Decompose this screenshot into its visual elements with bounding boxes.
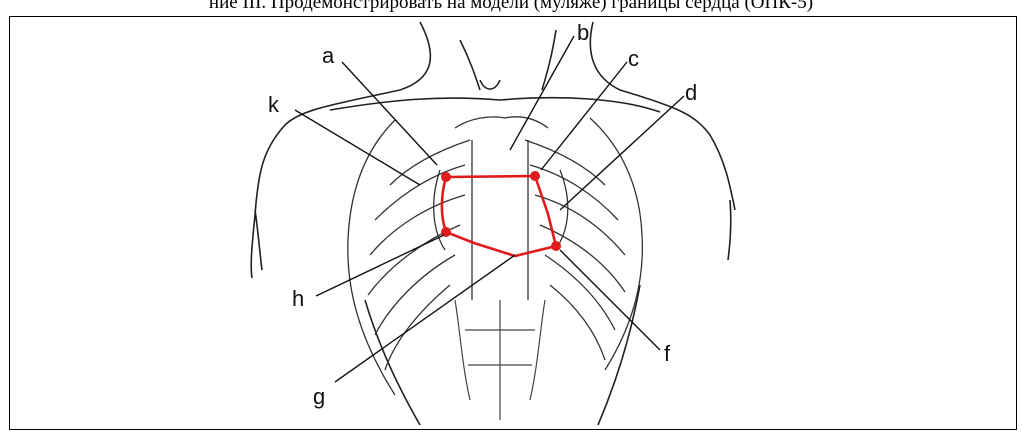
label-k: k xyxy=(268,92,280,117)
border-point-a xyxy=(441,172,451,182)
rib-cage xyxy=(348,117,643,395)
label-c: c xyxy=(628,46,639,71)
heart-border xyxy=(441,171,561,256)
abdomen-outline xyxy=(455,300,545,420)
label-b: b xyxy=(577,20,589,45)
leader-line-c xyxy=(541,62,627,170)
border-point-f xyxy=(551,241,561,251)
point-labels: a b c d k h g f xyxy=(268,20,697,409)
leader-line-f xyxy=(560,250,660,350)
leader-line-d xyxy=(560,96,684,210)
leader-line-b xyxy=(510,36,574,150)
label-a: a xyxy=(322,43,335,68)
label-d: d xyxy=(685,80,697,105)
heart-border-line xyxy=(442,176,556,256)
border-point-c xyxy=(530,171,540,181)
label-f: f xyxy=(664,341,671,366)
label-h: h xyxy=(292,286,304,311)
leader-line-k xyxy=(295,110,420,185)
label-g: g xyxy=(313,384,325,409)
